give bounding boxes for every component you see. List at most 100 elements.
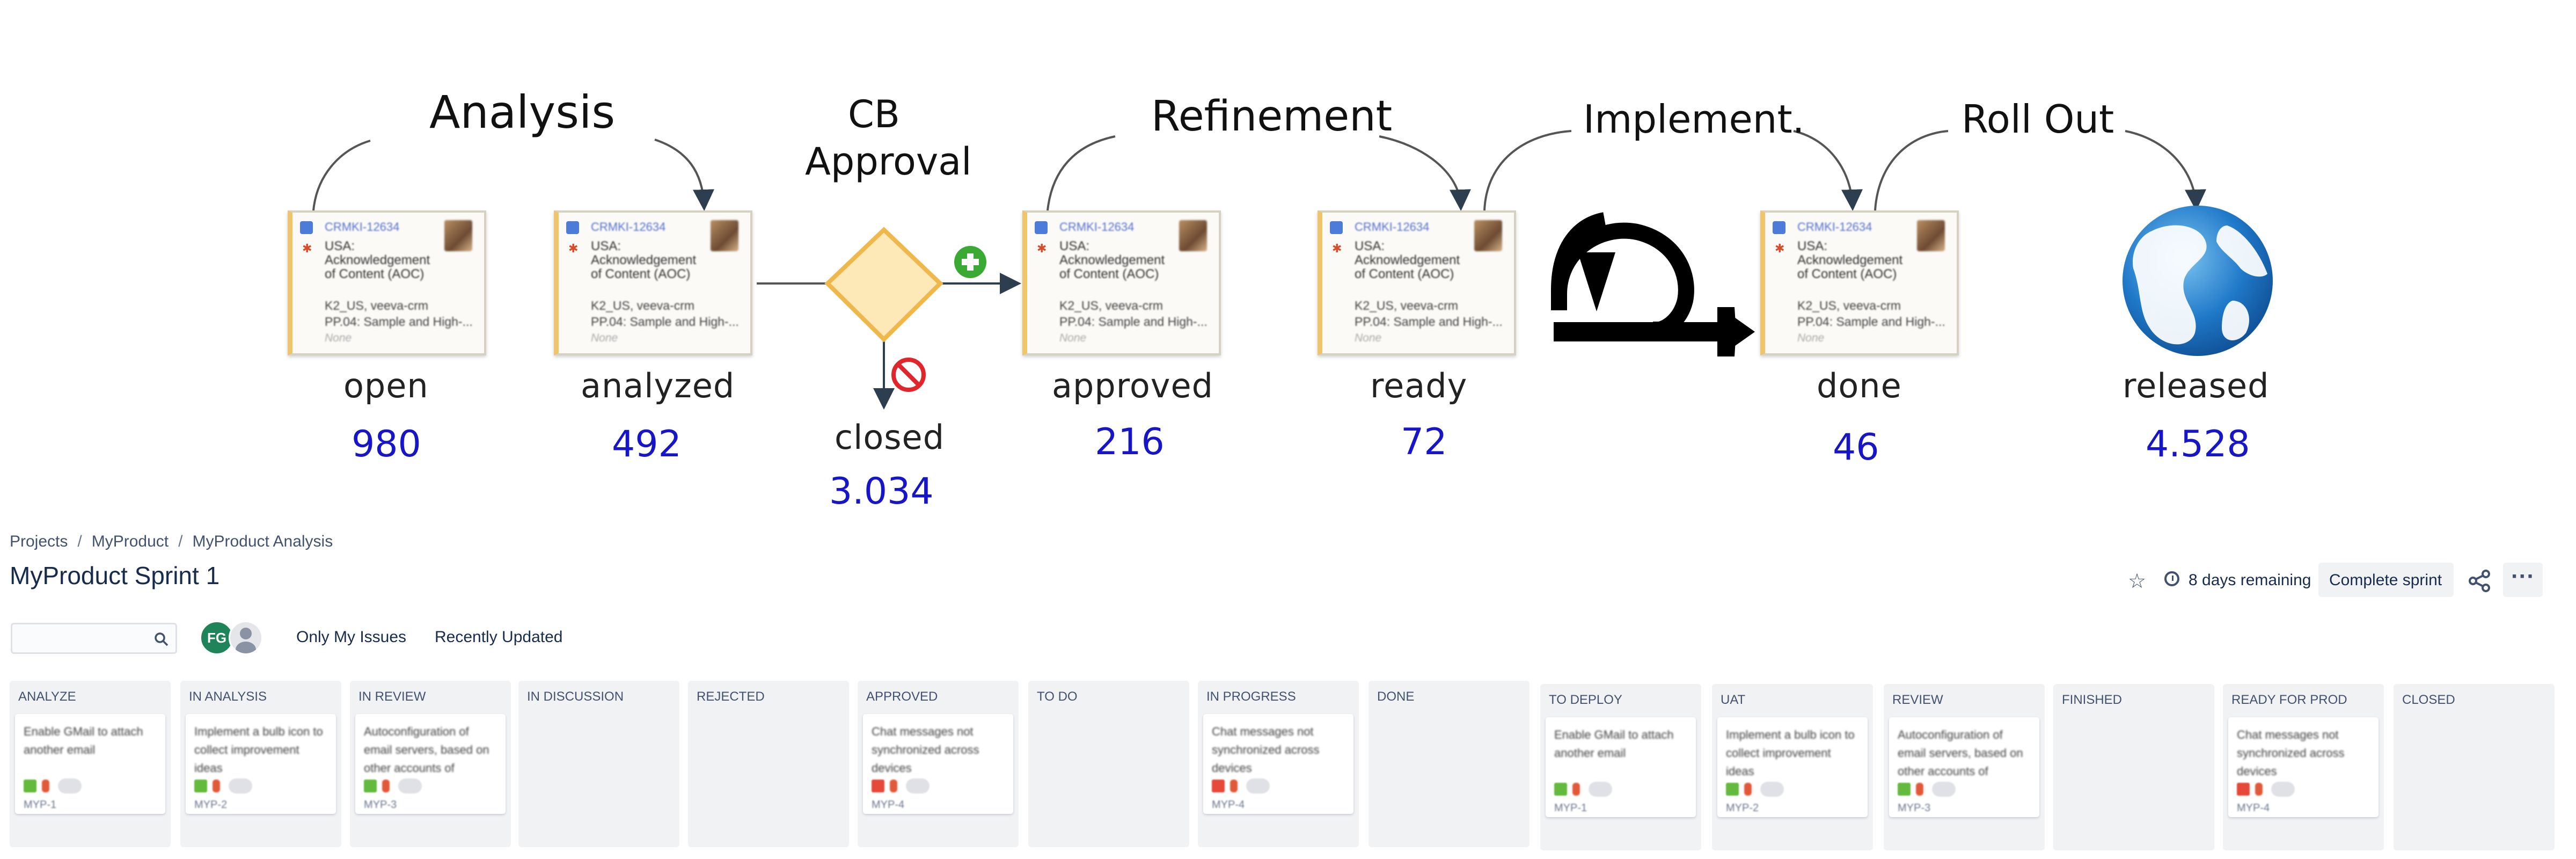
priority-icon: ✱ (568, 242, 579, 255)
issue-card[interactable]: Implement a bulb icon to collect improve… (1717, 717, 1868, 817)
breadcrumb-projects[interactable]: Projects (10, 533, 68, 550)
column-header: REVIEW (1892, 693, 1943, 707)
story-icon (24, 780, 36, 792)
column-header: CLOSED (2402, 693, 2455, 707)
issue-key: MYP-1 (24, 799, 57, 811)
breadcrumb: Projects/MyProduct/MyProduct Analysis (10, 533, 333, 551)
implement-connector-right (1793, 130, 1863, 211)
board-column-approved: APPROVED Chat messages not synchronized a… (858, 681, 1019, 847)
story-icon (364, 780, 377, 792)
search-field[interactable] (18, 630, 149, 648)
refinement-connector-right (1379, 135, 1471, 211)
estimate-badge (1932, 782, 1956, 797)
issue-card-analyzed: CRMKI-12634 ✱ USA: Acknowledgement of Co… (554, 210, 752, 355)
board-column-rejected: REJECTED (688, 681, 849, 847)
priority-icon (382, 780, 390, 792)
filter-only-my-issues[interactable]: Only My Issues (296, 628, 407, 646)
issue-summary: Enable GMail to attach another email (24, 725, 143, 756)
story-icon (1726, 783, 1739, 796)
search-input[interactable] (11, 623, 177, 654)
estimate-badge (1589, 782, 1612, 797)
board-column-finished: FINISHED (2053, 684, 2214, 850)
board-column-in-progress: IN PROGRESS Chat messages not synchronize… (1198, 681, 1359, 847)
state-done-count: 46 (1833, 426, 1879, 469)
issue-key: CRMKI-12634 (591, 220, 666, 234)
breadcrumb-myproduct-analysis[interactable]: MyProduct Analysis (192, 533, 333, 550)
workflow-connectors (312, 130, 2273, 410)
estimate-badge (1246, 778, 1270, 794)
analysis-connector-left (312, 140, 371, 211)
more-actions-button[interactable]: ··· (2503, 563, 2543, 597)
state-open-count: 980 (352, 423, 421, 465)
column-header: IN DISCUSSION (527, 689, 624, 704)
phase-rollout-label: Roll Out (1962, 97, 2114, 142)
state-released-count: 4.528 (2146, 423, 2250, 465)
column-header: UAT (1721, 693, 1746, 707)
issue-key: MYP-4 (872, 799, 905, 811)
issue-key: CRMKI-12634 (1355, 220, 1430, 234)
avatar-fg[interactable]: FG (200, 621, 234, 655)
share-icon[interactable] (2468, 569, 2491, 593)
issue-card[interactable]: Autoconfiguration of email servers, base… (1889, 717, 2039, 817)
story-icon (566, 221, 579, 234)
bug-icon (1212, 780, 1225, 792)
priority-icon (42, 780, 49, 792)
column-header: APPROVED (866, 689, 938, 704)
assignee-avatar (1917, 220, 1945, 251)
state-done-label: done (1817, 366, 1902, 405)
issue-none: None (1355, 332, 1382, 344)
more-icon: ··· (2511, 563, 2535, 589)
story-icon (300, 221, 313, 234)
state-approved-count: 216 (1095, 421, 1165, 463)
priority-icon (1744, 783, 1752, 796)
issue-none: None (591, 332, 618, 344)
priority-icon (213, 780, 220, 792)
priority-icon (1230, 780, 1238, 792)
issue-card[interactable]: Chat messages not synchronized across de… (863, 714, 1013, 814)
state-ready-label: ready (1370, 366, 1468, 405)
estimate-badge (1760, 782, 1784, 797)
rollout-connector-right (2125, 130, 2206, 211)
issue-card[interactable]: Chat messages not synchronized across de… (2228, 717, 2379, 817)
avatar-unassigned[interactable] (229, 621, 263, 655)
issue-summary: Autoconfiguration of email servers, base… (364, 725, 489, 775)
workflow-diagram: Analysis CB Approval Refinement Implemen… (288, 86, 2273, 513)
estimate-badge (229, 778, 252, 794)
breadcrumb-separator: / (77, 533, 82, 550)
issue-key: MYP-1 (1554, 802, 1587, 814)
estimate-badge (398, 778, 422, 794)
issue-none: None (1797, 332, 1825, 344)
approval-decision-diamond (824, 227, 943, 343)
avatar-initials: FG (207, 630, 227, 646)
no-entry-icon (891, 358, 926, 392)
priority-icon (2255, 783, 2263, 796)
issue-card[interactable]: Autoconfiguration of email servers, base… (355, 714, 506, 814)
issue-key: MYP-2 (194, 799, 228, 811)
complete-sprint-button[interactable]: Complete sprint (2318, 563, 2454, 597)
issue-card[interactable]: Implement a bulb icon to collect improve… (186, 714, 336, 814)
story-icon (194, 780, 207, 792)
priority-icon (890, 780, 897, 792)
estimate-badge (58, 778, 82, 794)
phase-implement-label: Implement. (1583, 97, 1805, 142)
state-closed-label: closed (835, 418, 945, 457)
issue-key: MYP-2 (1726, 802, 1759, 814)
estimate-badge (906, 778, 930, 794)
complete-sprint-label: Complete sprint (2329, 571, 2442, 589)
issue-none: None (325, 332, 352, 344)
days-remaining: 8 days remaining (2189, 571, 2311, 589)
star-icon[interactable]: ☆ (2128, 570, 2147, 593)
assignee-avatar (711, 220, 738, 251)
column-header: FINISHED (2062, 693, 2123, 707)
filter-recently-updated[interactable]: Recently Updated (435, 628, 563, 646)
issue-card[interactable]: Chat messages not synchronized across de… (1203, 714, 1353, 814)
breadcrumb-myproduct[interactable]: MyProduct (91, 533, 169, 550)
column-header: IN PROGRESS (1206, 689, 1296, 704)
